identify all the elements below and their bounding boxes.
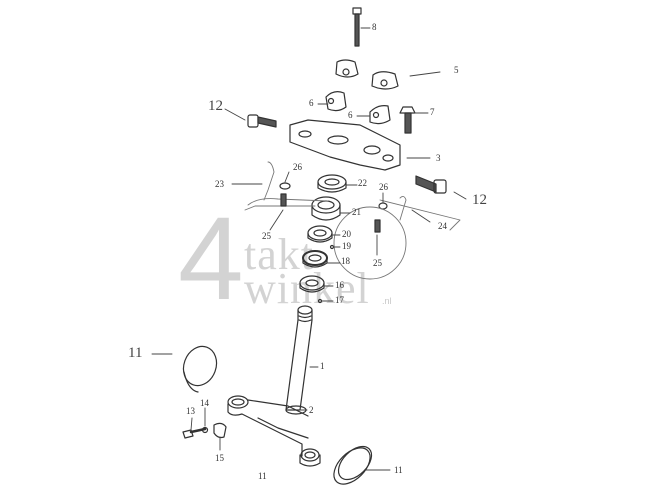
callout-6-left: 6 — [309, 98, 314, 108]
callout-14: 14 — [200, 398, 209, 408]
callout-11-left: 11 — [128, 345, 143, 361]
bracket-23-icon — [244, 161, 329, 211]
callout-8: 7 — [430, 107, 435, 117]
callout-6-right: 6 — [348, 110, 353, 120]
watermark-suffix: .nl — [382, 296, 392, 306]
callout-1: 1 — [320, 361, 325, 371]
callout-11-right: 11 — [394, 465, 403, 475]
top-bridge-3-icon — [289, 119, 401, 171]
bolt-13-icon — [182, 427, 207, 439]
callout-23: 23 — [215, 179, 224, 189]
stem-nut-22-icon — [317, 174, 347, 193]
callout-2: 2 — [309, 405, 314, 415]
bearing-18-icon — [302, 250, 328, 268]
callout-24: 24 — [438, 221, 447, 231]
clamp-lower-icon — [325, 91, 391, 125]
callout-26-right: 26 — [379, 182, 388, 192]
callout-5: 5 — [454, 65, 459, 75]
bolt-7-icon — [352, 7, 362, 47]
callout-3: 3 — [436, 153, 441, 163]
callout-21: 21 — [352, 207, 361, 217]
callout-18: 18 — [341, 256, 350, 266]
callout-15: 15 — [215, 453, 224, 463]
watermark-digit: 4 — [178, 193, 244, 325]
leader-lines — [151, 27, 467, 471]
bolt-25-left-icon — [280, 193, 287, 207]
callout-19: 19 — [342, 241, 351, 251]
clamp-upper-icon — [335, 59, 399, 90]
ball-17-icon — [317, 298, 323, 304]
callout-25-right: 25 — [373, 258, 382, 268]
callout-26-left: 26 — [293, 162, 302, 172]
bolt-25-right-icon — [374, 219, 381, 233]
callout-22: 22 — [358, 178, 367, 188]
bearing-16-icon — [299, 275, 325, 293]
flange-bolt-8-icon — [399, 106, 416, 134]
watermark-line1: takt — [244, 230, 314, 279]
ball-19-icon — [329, 244, 335, 250]
callout-11-bottom: 11 — [258, 471, 267, 481]
watermark-line2: winkel — [244, 264, 370, 313]
callout-13: 13 — [186, 406, 195, 416]
steering-stem-1-icon — [285, 305, 313, 411]
washer-14-icon — [201, 426, 209, 434]
socket-bolt-12-left-icon — [247, 114, 277, 128]
callout-25-left: 25 — [262, 231, 271, 241]
lower-triple-clamp-icon — [227, 395, 321, 467]
socket-bolt-12-right-icon — [415, 175, 447, 194]
callout-12-left: 12 — [208, 98, 223, 114]
fork-cap-11-left-icon — [182, 345, 218, 393]
bearing-cone-20-icon — [307, 225, 333, 243]
callout-7: 8 — [372, 22, 377, 32]
bracket-24-icon — [333, 195, 461, 280]
callout-16: 16 — [335, 280, 344, 290]
cable-guide-15-icon — [213, 422, 227, 439]
fork-cap-11-right-icon — [333, 445, 373, 485]
nut-26-left-icon — [279, 182, 291, 190]
callout-17: 17 — [335, 295, 344, 305]
callout-20: 20 — [342, 229, 351, 239]
callout-12-right: 12 — [472, 192, 487, 208]
